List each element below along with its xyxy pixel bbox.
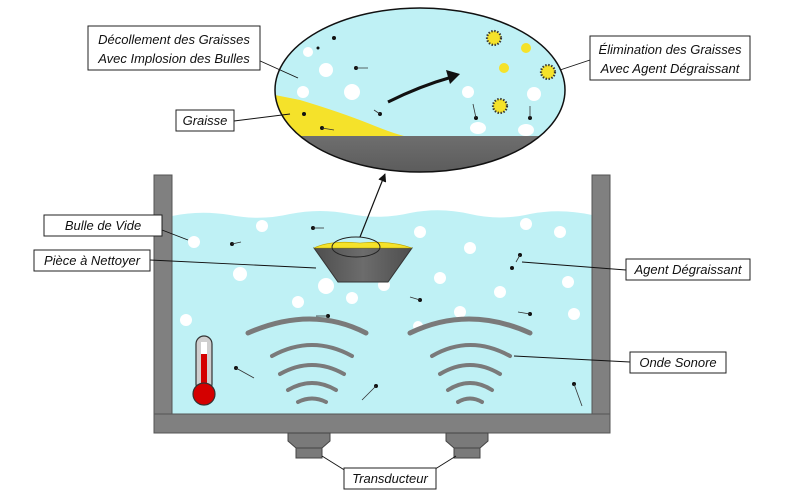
piece-a-nettoyer — [313, 236, 413, 283]
label-elimination-line1: Élimination des Graisses — [598, 42, 742, 57]
sound-waves — [245, 316, 533, 404]
tank-wall-right — [591, 174, 611, 434]
label-piece-a-nettoyer-text: Pièce à Nettoyer — [44, 253, 141, 268]
label-onde-sonore-text: Onde Sonore — [639, 355, 716, 370]
curved-arrow-icon — [387, 75, 453, 104]
label-onde-sonore: Onde Sonore — [513, 351, 727, 374]
label-piece-a-nettoyer: Pièce à Nettoyer — [33, 249, 317, 272]
grease-agent-cluster — [491, 97, 509, 115]
label-decollement-line2: Avec Implosion des Bulles — [97, 51, 250, 66]
zoom-view — [274, 7, 566, 173]
label-bulle-de-vide-text: Bulle de Vide — [65, 218, 141, 233]
thermometer-icon — [192, 335, 216, 406]
tank-agent-particles — [230, 226, 583, 407]
tank — [153, 174, 611, 434]
label-graisse-text: Graisse — [183, 113, 228, 128]
zoom-source-ellipse — [331, 236, 381, 258]
grease-agent-cluster — [485, 29, 503, 47]
label-decollement: Décollement des Graisses Avec Implosion … — [87, 25, 299, 79]
transducer-left — [287, 432, 331, 459]
transducers — [287, 432, 489, 459]
tank-floor — [153, 413, 611, 434]
tank-wall-left — [153, 174, 173, 434]
liquid — [172, 210, 592, 414]
zoom-piece-surface — [275, 136, 565, 172]
zoom-grease-droplets — [485, 29, 557, 115]
label-agent-degraissant: Agent Dégraissant — [521, 258, 751, 281]
label-elimination-line2: Avec Agent Dégraissant — [600, 61, 741, 76]
zoom-agent-particles — [302, 36, 532, 131]
label-transducteur-text: Transducteur — [352, 471, 428, 486]
label-decollement-line1: Décollement des Graisses — [98, 32, 250, 47]
label-bulle-de-vide: Bulle de Vide — [43, 214, 189, 241]
sound-wave-left — [245, 316, 369, 404]
sound-wave-right — [407, 316, 533, 404]
zoom-grease — [275, 94, 404, 136]
grease-agent-cluster — [539, 63, 557, 81]
label-graisse: Graisse — [175, 109, 291, 132]
grease-on-piece — [313, 241, 413, 249]
label-elimination: Élimination des Graisses Avec Agent Dégr… — [559, 35, 751, 81]
label-transducteur: Transducteur — [321, 455, 457, 490]
zoom-bubbles — [297, 47, 541, 136]
zoom-arrow — [359, 173, 387, 238]
transducer-right — [445, 432, 489, 459]
label-agent-degraissant-text: Agent Dégraissant — [634, 262, 743, 277]
